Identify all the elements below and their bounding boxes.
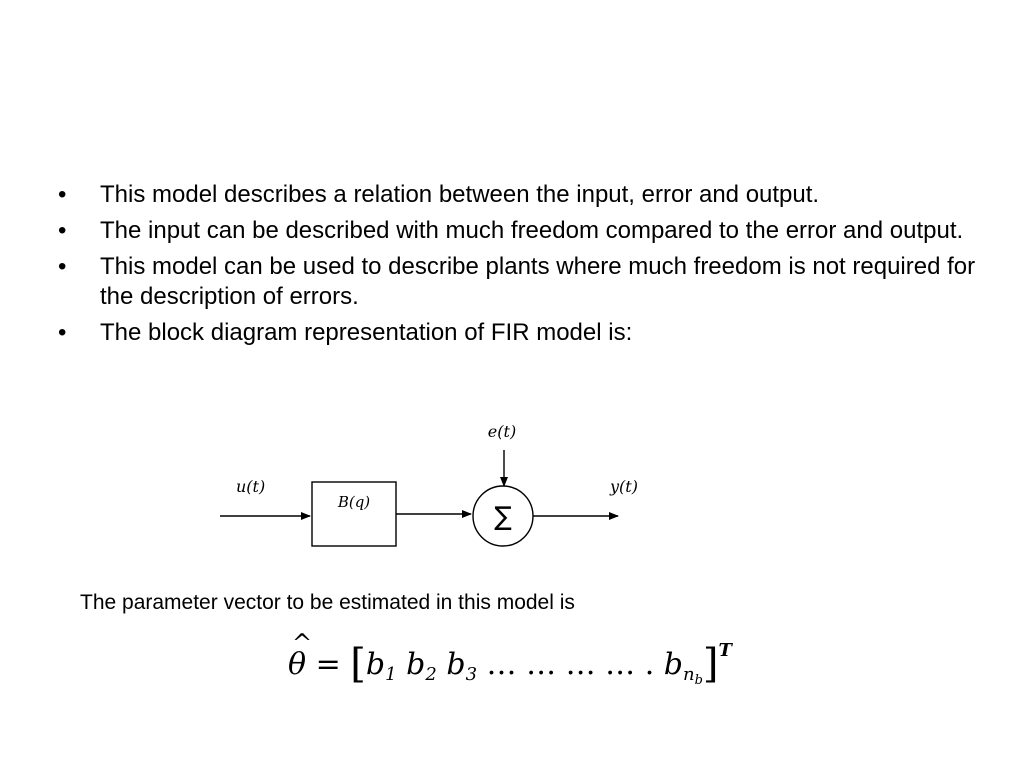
b1-symbol: b xyxy=(365,647,386,682)
bnb-subscript: n xyxy=(683,664,695,685)
transfer-block xyxy=(311,481,397,547)
ellipsis: … … … … . xyxy=(477,647,655,682)
b3-symbol: b xyxy=(446,647,466,682)
bnb-symbol: b xyxy=(663,647,683,682)
bullet-item: • This model can be used to describe plan… xyxy=(58,252,978,312)
bullet-item: • The block diagram representation of FIR… xyxy=(58,318,978,348)
caption-text: The parameter vector to be estimated in … xyxy=(80,591,575,614)
output-label: y(t) xyxy=(609,477,638,496)
bullet-text: The block diagram representation of FIR … xyxy=(100,319,633,346)
sum-symbol: ∑ xyxy=(494,502,512,532)
bullet-list: • This model describes a relation between… xyxy=(58,180,978,354)
theta-hat: θ xyxy=(288,617,312,691)
parameter-vector-formula: θ = [b1 b2 b3 … … … … . bnb]T xyxy=(288,617,732,707)
fir-block-diagram: u(t) B(q) e(t) ∑ y(t) xyxy=(210,410,670,560)
bullet-marker: • xyxy=(58,181,67,208)
close-bracket: ] xyxy=(702,641,719,687)
block-label: B(q) xyxy=(337,493,370,511)
input-label: u(t) xyxy=(236,477,265,496)
transpose-superscript: T xyxy=(718,640,732,661)
b2-symbol: b xyxy=(406,647,426,682)
b1-subscript: 1 xyxy=(385,664,397,685)
bnb-subsubscript: b xyxy=(694,673,703,688)
equals-sign: = xyxy=(315,647,341,682)
bullet-marker: • xyxy=(58,253,67,280)
bullet-text: This model can be used to describe plant… xyxy=(100,253,976,310)
bullet-marker: • xyxy=(58,217,67,244)
bullet-marker: • xyxy=(58,319,67,346)
bullet-text: The input can be described with much fre… xyxy=(100,217,964,244)
b2-subscript: 2 xyxy=(425,664,437,685)
error-label: e(t) xyxy=(488,422,516,441)
bullet-text: This model describes a relation between … xyxy=(100,181,820,208)
b3-subscript: 3 xyxy=(465,664,478,685)
bullet-item: • This model describes a relation between… xyxy=(58,180,978,210)
open-bracket: [ xyxy=(350,641,366,687)
block-diagram-svg: u(t) B(q) e(t) ∑ y(t) xyxy=(220,422,638,547)
bullet-item: • The input can be described with much fr… xyxy=(58,216,978,246)
